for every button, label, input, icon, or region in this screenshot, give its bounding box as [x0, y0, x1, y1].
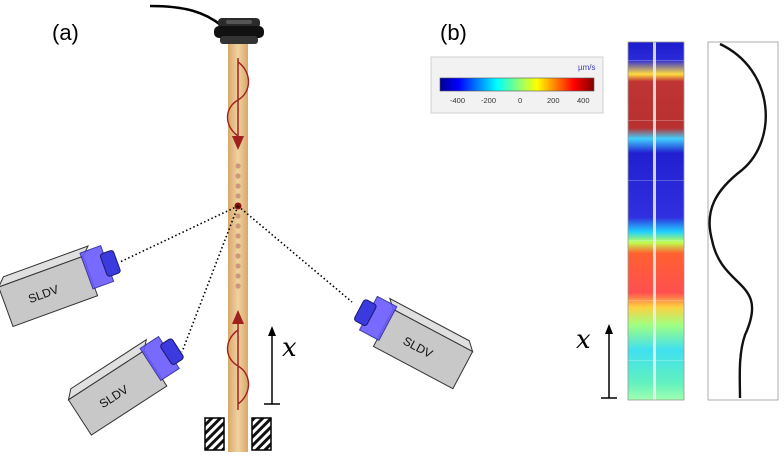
rod-dot: [235, 213, 241, 219]
rod-dot: [235, 193, 241, 199]
colorbar-unit: µm/s: [578, 63, 596, 72]
upward-arrow: [232, 310, 244, 324]
colorbar-tick-3: 0: [518, 96, 522, 105]
colorbar-tick-5: 400: [577, 96, 590, 105]
rod-dot: [235, 283, 241, 289]
laser-beams: [119, 205, 353, 353]
upper-wave: [226, 61, 250, 137]
rod-dot: [235, 183, 241, 189]
colorbar-tick-2: -200: [481, 96, 496, 105]
panel-label-a: (a): [52, 20, 79, 45]
colorbar-tick-1: -400: [450, 96, 465, 105]
clamp-left: [204, 417, 225, 451]
mode-shape-curve: [708, 42, 767, 399]
axis-arrow-b: [601, 324, 617, 399]
shaker: [214, 18, 264, 44]
mode-shape-plot: [707, 41, 779, 401]
colorbar: µm/s -400 -200 0 200 400: [430, 56, 604, 114]
rod-dot: [235, 273, 241, 279]
rod-dot: [235, 223, 241, 229]
rod-dot: [235, 243, 241, 249]
rod-dot: [235, 253, 241, 259]
clamp-right: [251, 417, 272, 451]
sldv-device-3: SLDV: [354, 295, 474, 390]
axis-arrow-a: [264, 326, 280, 405]
lower-wave: [226, 329, 250, 405]
sldv-device-2: SLDV: [67, 335, 184, 436]
rod-dot: [235, 263, 241, 269]
downward-arrow: [232, 136, 244, 150]
rod-dot: [235, 163, 241, 169]
sldv-device-1: SLDV: [0, 245, 121, 328]
axis-label-a: x: [282, 333, 297, 363]
rod-dot: [235, 173, 241, 179]
axis-label-b: x: [576, 325, 591, 355]
cable: [149, 4, 223, 27]
panel-label-b: (b): [440, 20, 467, 45]
velocity-map: [627, 41, 685, 401]
measurement-points: [235, 163, 241, 289]
rod-dot: [235, 233, 241, 239]
colorbar-tick-4: 200: [547, 96, 560, 105]
